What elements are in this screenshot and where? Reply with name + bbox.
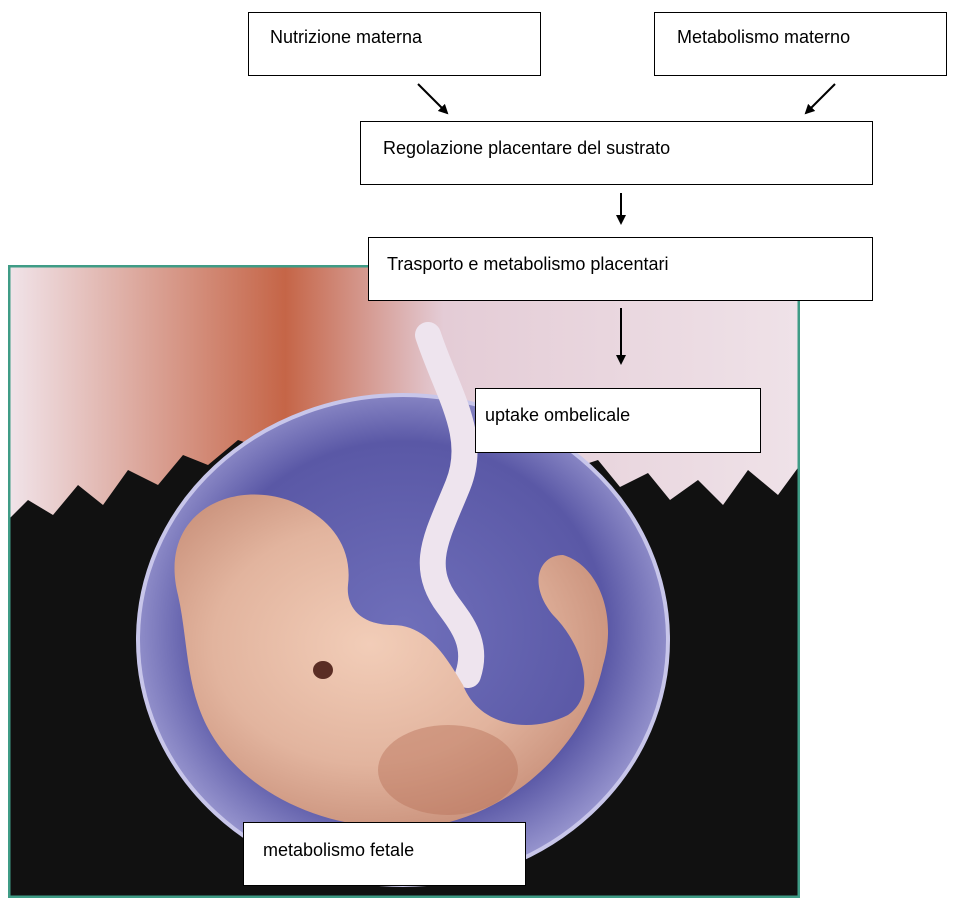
box-trasporto-placentare-label: Trasporto e metabolismo placentari [387, 254, 872, 276]
box-metabolismo-materno-label: Metabolismo materno [677, 27, 946, 49]
embryo-eye [313, 661, 333, 679]
box-uptake-ombelicale: uptake ombelicale [475, 388, 761, 453]
arrow-nutrizione-to-regolazione [418, 84, 447, 113]
box-uptake-ombelicale-label: uptake ombelicale [485, 405, 760, 427]
box-nutrizione-materna: Nutrizione materna [248, 12, 541, 76]
embryo-illustration [8, 265, 800, 898]
box-nutrizione-materna-label: Nutrizione materna [270, 27, 540, 49]
box-metabolismo-materno: Metabolismo materno [654, 12, 947, 76]
box-regolazione-placentare-label: Regolazione placentare del sustrato [383, 138, 872, 160]
box-trasporto-placentare: Trasporto e metabolismo placentari [368, 237, 873, 301]
box-metabolismo-fetale: metabolismo fetale [243, 822, 526, 886]
embryo-shading [378, 725, 518, 815]
box-regolazione-placentare: Regolazione placentare del sustrato [360, 121, 873, 185]
embryo-illustration-svg [8, 265, 800, 898]
arrow-metabolismo-to-regolazione [806, 84, 835, 113]
box-metabolismo-fetale-label: metabolismo fetale [263, 840, 525, 862]
